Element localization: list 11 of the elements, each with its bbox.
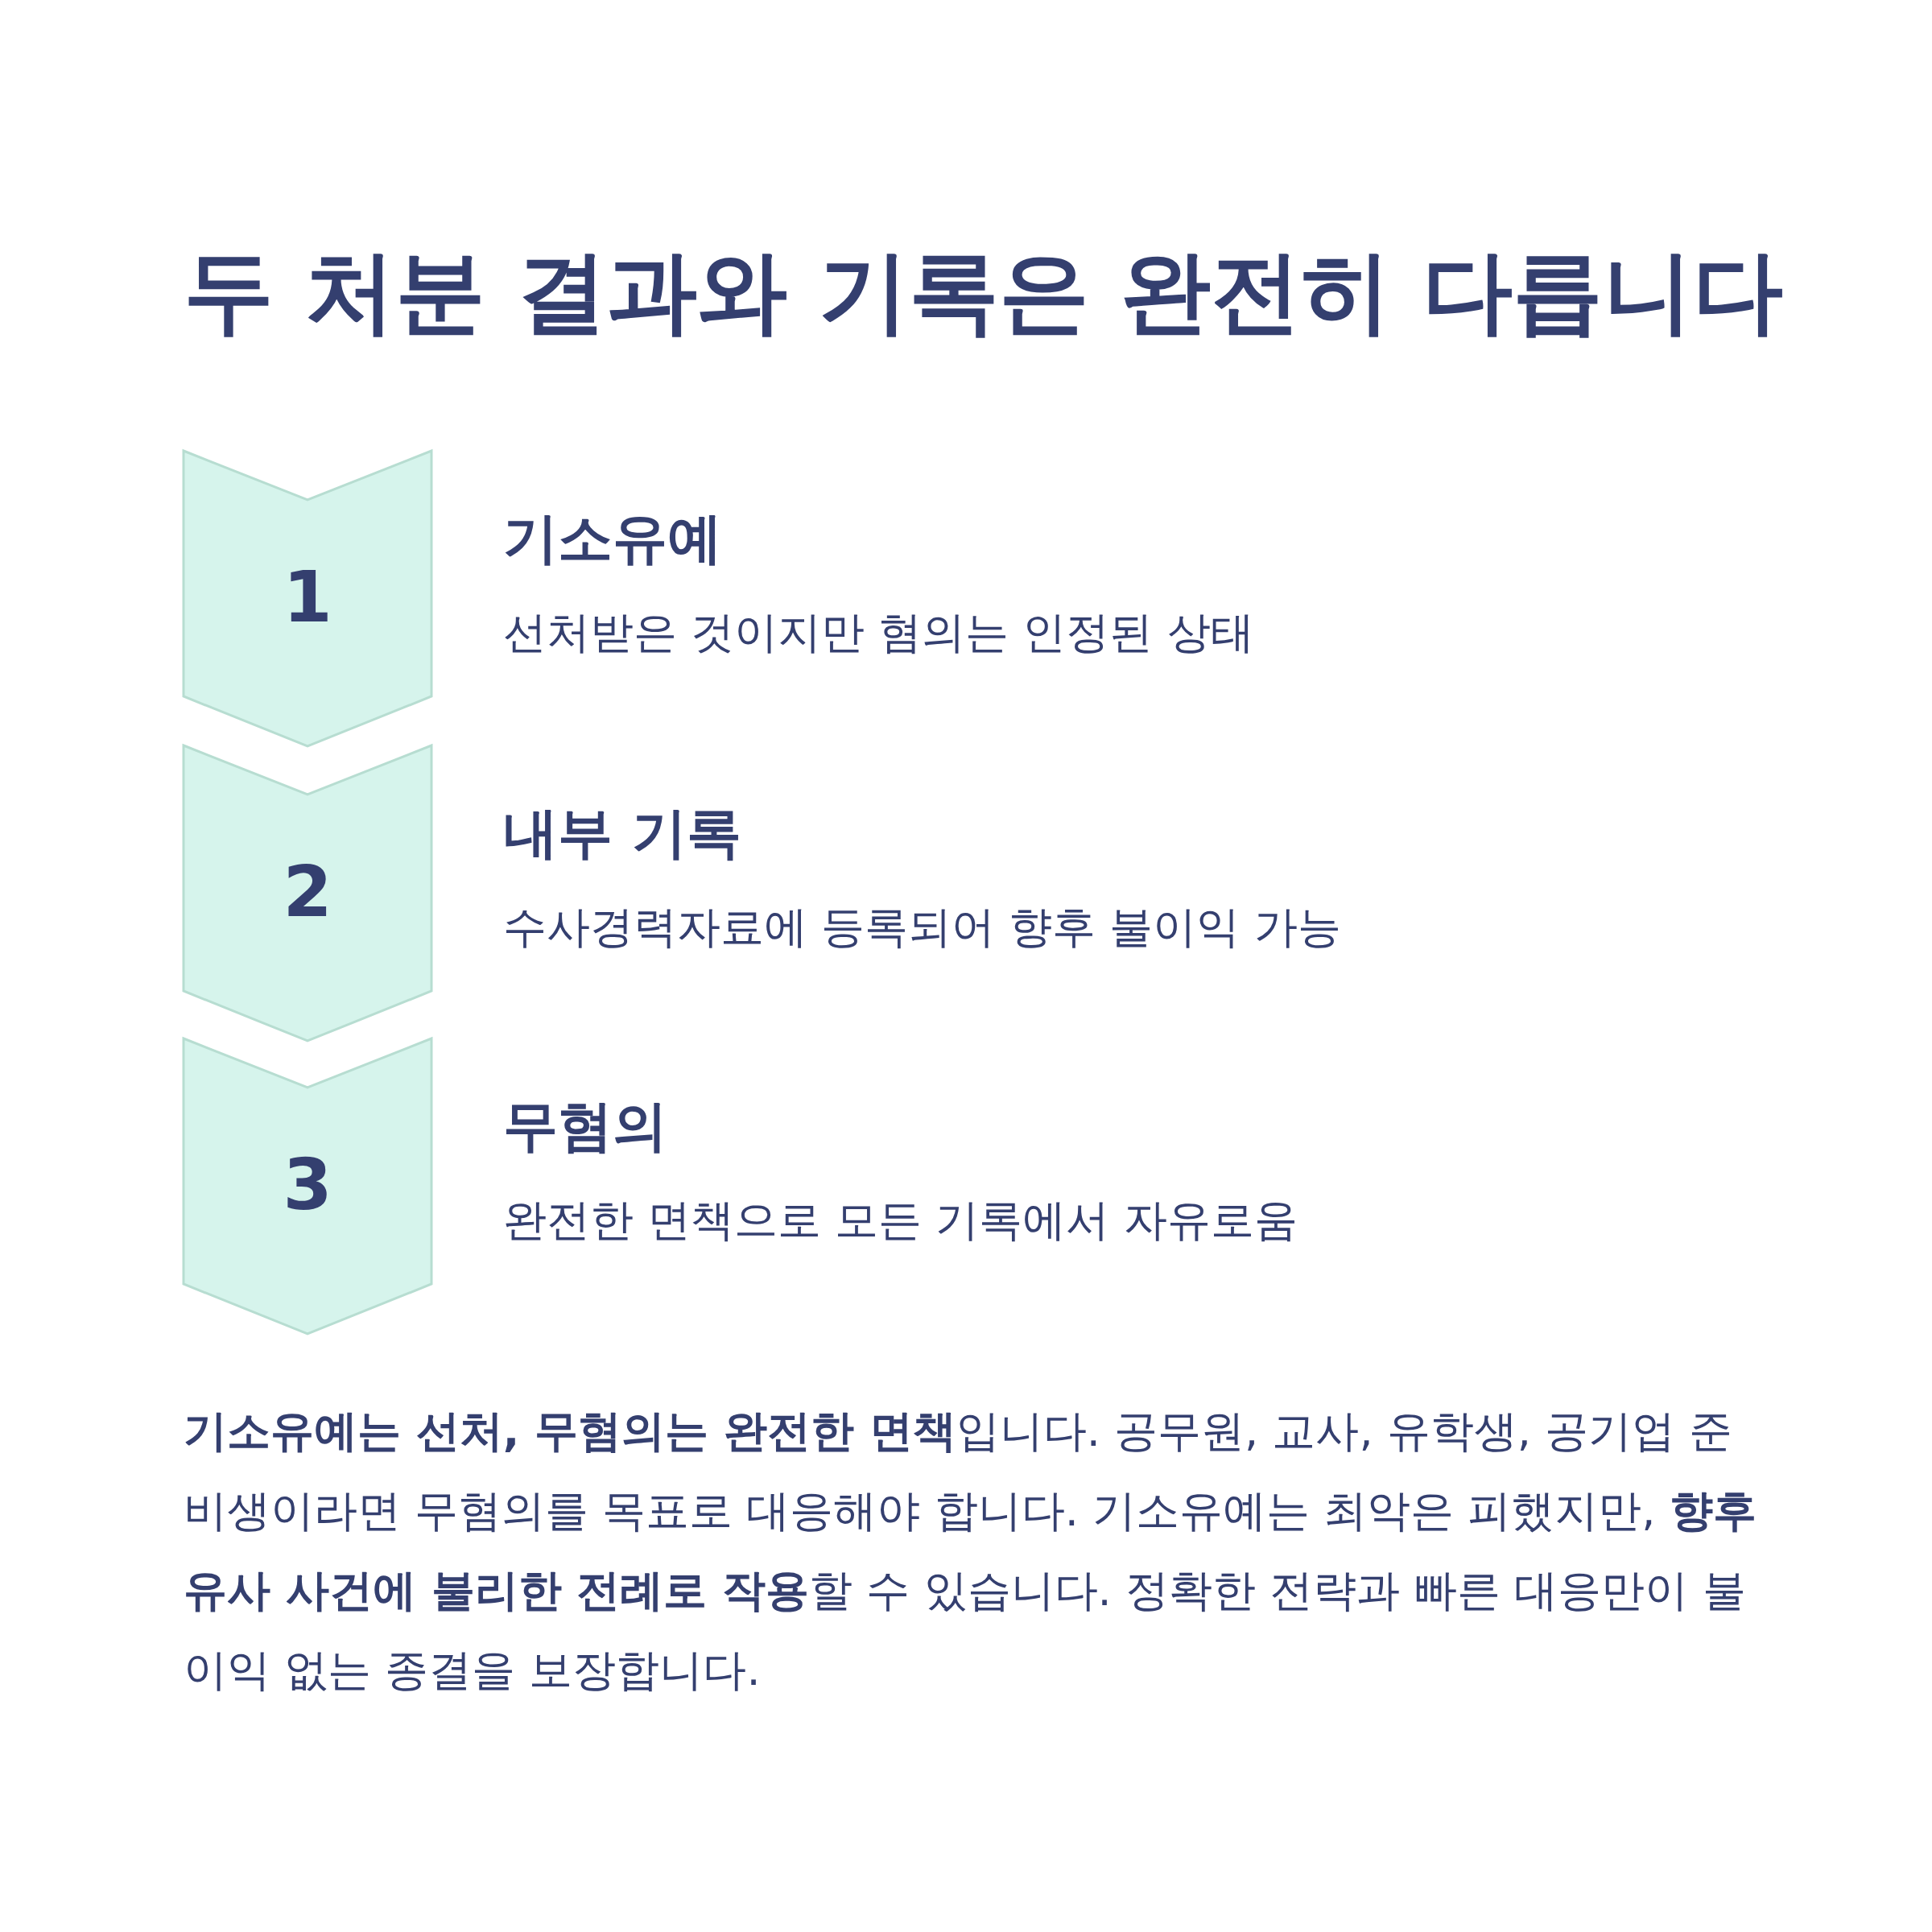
step-description: 수사경력자료에 등록되어 향후 불이익 가능 <box>503 902 1341 954</box>
summary-paragraph: 기소유예는 선처, 무혐의는 완전한 면책입니다. 공무원, 교사, 유학생, 공기업 준비생이라면 무혐의를 목표로 대응해야 합니다. 기소유예는 최악은 피했지만, 향후 유사 사건에 불리한 전례로 작용할 수 있습니다. 정확한 전략과 빠른 대응만이 불이익 없는 종결을 보장합니다. <box>184 1405 1757 1697</box>
step-number: 2 <box>282 849 333 935</box>
step-description: 완전한 면책으로 모든 기록에서 자유로움 <box>503 1195 1298 1247</box>
step-heading: 기소유예 <box>503 506 722 572</box>
title: 두 처분 결과와 기록은 완전히 다릅니다 <box>184 238 1783 345</box>
step-heading: 무혐의 <box>503 1093 667 1159</box>
step-heading: 내부 기록 <box>503 800 741 866</box>
step-number: 1 <box>282 555 333 640</box>
step-description: 선처받은 것이지만 혐의는 인정된 상태 <box>503 607 1254 659</box>
step-number: 3 <box>282 1142 333 1228</box>
